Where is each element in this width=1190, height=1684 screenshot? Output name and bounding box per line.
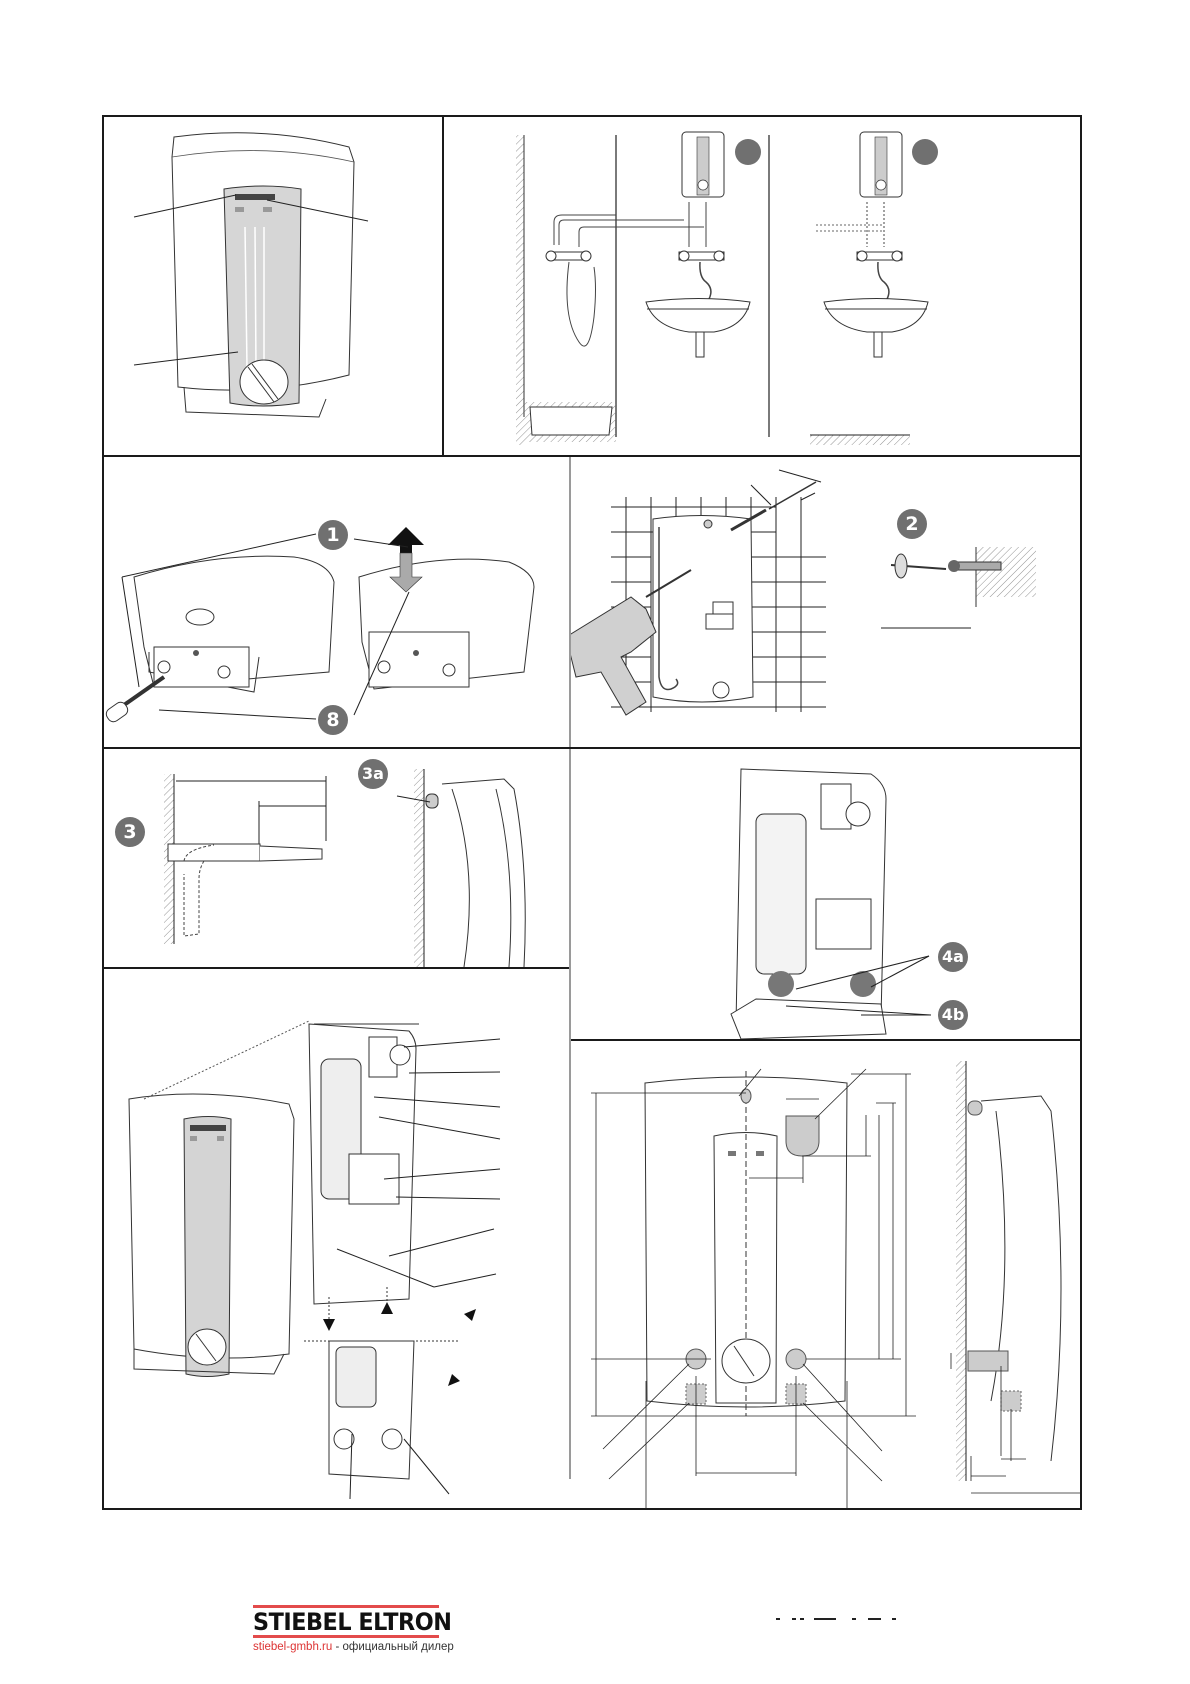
illustration-frame xyxy=(102,115,1082,1510)
panel-cable-prep: 3 3a xyxy=(104,749,570,967)
panel-installation-variants xyxy=(444,117,1080,455)
step-badge-4a: 4a xyxy=(938,942,968,972)
panel-divider xyxy=(569,749,571,1479)
dealer-link[interactable]: stiebel-gmbh.ru xyxy=(253,1641,333,1653)
row-divider xyxy=(104,967,570,969)
cable-prep-illustration xyxy=(164,769,526,967)
step-badge-4b: 4b xyxy=(938,1000,968,1030)
panel-divider xyxy=(442,117,444,455)
row-divider xyxy=(104,455,1082,457)
variant-badge-a xyxy=(735,139,761,165)
variant-badge-b xyxy=(912,139,938,165)
brand-plate xyxy=(235,194,275,200)
panel-drill-mount: 2 xyxy=(571,457,1080,747)
exploded-components-illustration xyxy=(128,1020,501,1500)
step-badge-2: 2 xyxy=(897,509,927,539)
panel-internal-knockouts: 4a 4b xyxy=(571,749,1080,1039)
panel-open-cover: 1 8 xyxy=(104,457,570,747)
open-cover-illustration xyxy=(105,527,535,723)
dealer-tagline: stiebel-gmbh.ru - официальный дилер xyxy=(253,1641,454,1653)
panel-divider xyxy=(569,457,571,747)
step-badge-3: 3 xyxy=(115,817,145,847)
panel-exploded-components xyxy=(104,969,570,1509)
callout-line xyxy=(266,199,369,222)
panel-appliance-front xyxy=(104,117,442,455)
internal-knockouts-illustration xyxy=(730,768,932,1039)
callout-line xyxy=(133,351,239,366)
drill-mount-illustration xyxy=(571,469,1036,716)
dealer-tagline-text: - официальный дилер xyxy=(332,1641,454,1653)
appliance-front-illustration xyxy=(133,132,369,418)
temperature-knob xyxy=(239,359,289,405)
brand-logo: STIEBEL ELTRON stiebel-gmbh.ru - официал… xyxy=(253,1605,454,1653)
row-divider xyxy=(571,1039,1082,1041)
installation-variants-illustration xyxy=(516,131,929,445)
panel-dimensions xyxy=(571,1041,1080,1509)
logo-bottom-bar xyxy=(253,1635,439,1638)
step-badge-3a: 3a xyxy=(358,759,388,789)
step-badge-8: 8 xyxy=(318,705,348,735)
callout-line xyxy=(133,194,237,218)
page-marker xyxy=(776,1618,896,1620)
step-badge-1: 1 xyxy=(318,520,348,550)
dimensions-illustration xyxy=(591,1061,1080,1509)
brand-name: STIEBEL ELTRON xyxy=(253,1608,452,1636)
logo-top-bar xyxy=(253,1605,439,1608)
row-divider xyxy=(104,747,1082,749)
